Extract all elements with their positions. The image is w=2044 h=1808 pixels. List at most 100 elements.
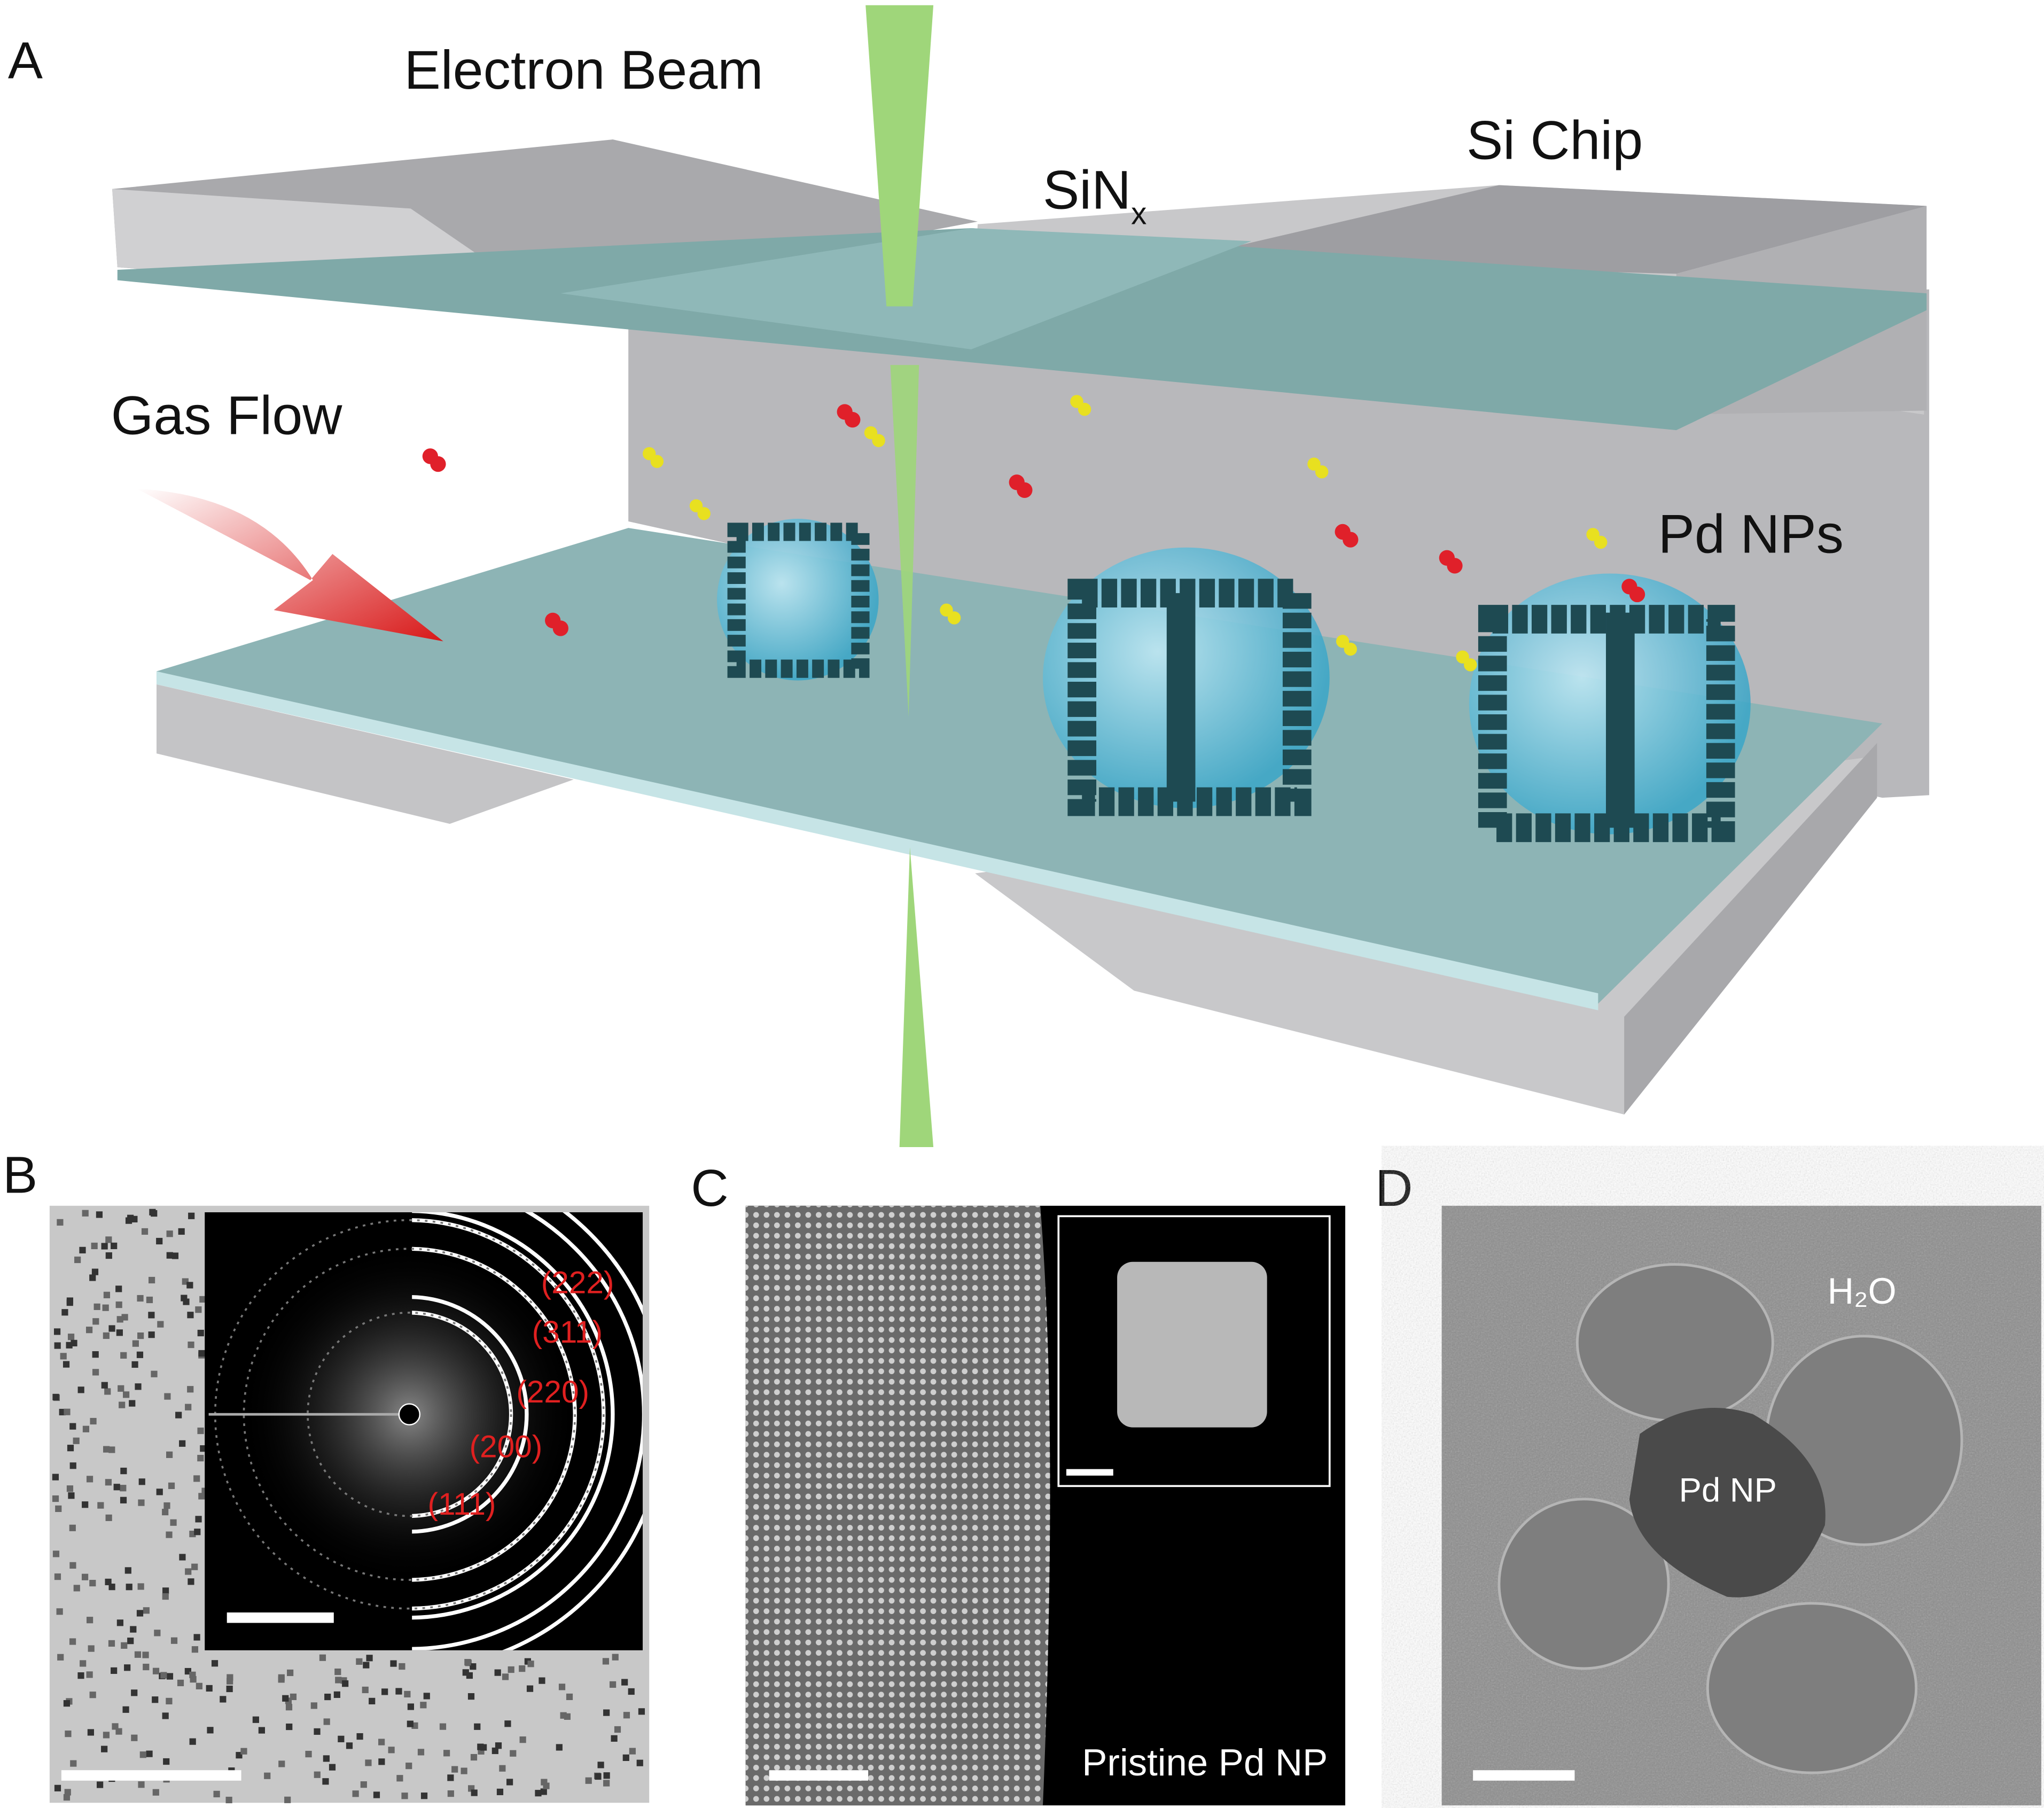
nanocube [471, 1789, 478, 1796]
nanocube [53, 1328, 61, 1335]
nanocube [129, 1400, 136, 1407]
nanocube [175, 1412, 182, 1419]
nanocube [52, 1495, 59, 1502]
molecule-atom [1464, 658, 1477, 672]
nanocube [170, 1519, 177, 1526]
nanocube [356, 1658, 363, 1665]
nanocube [116, 1329, 123, 1336]
gas-molecules [422, 395, 1645, 672]
nanocube [194, 1529, 201, 1536]
nanocube [156, 1237, 163, 1245]
nanocube [1117, 1261, 1267, 1428]
nanocube [195, 1516, 202, 1523]
nanocube [314, 1728, 321, 1735]
nanocube [115, 1728, 122, 1735]
nanocube [464, 1659, 471, 1666]
nanocube [185, 1404, 192, 1410]
nanocube [120, 1352, 127, 1359]
nanocube [69, 1524, 76, 1531]
nanocube [151, 1210, 158, 1217]
nanocube [139, 1751, 146, 1758]
nanocube [378, 1739, 385, 1745]
nanocube [285, 1704, 293, 1711]
nanocube [88, 1645, 95, 1652]
nanocube [108, 1446, 115, 1453]
label-gas-flow: Gas Flow [111, 384, 343, 446]
nanocube [636, 1759, 643, 1766]
nanocube [541, 1779, 548, 1786]
nanocube [136, 1351, 144, 1358]
nanocube [54, 1573, 61, 1580]
nanocube [189, 1738, 196, 1745]
molecule-atom [1343, 532, 1359, 548]
water-bubbles [1497, 1263, 1963, 1774]
molecule-atom [872, 434, 885, 447]
nanocube [494, 1669, 501, 1676]
nanocube [352, 1790, 359, 1797]
nanocube [179, 1554, 186, 1561]
nanocube [61, 1309, 68, 1316]
nanocube [92, 1318, 99, 1325]
nanocube [119, 1401, 126, 1408]
nanocube [329, 1764, 336, 1771]
nanocube [112, 1723, 119, 1730]
nanocube [142, 1651, 149, 1658]
label-pd-np: Pd NP [1679, 1472, 1777, 1509]
nanocube [211, 1660, 219, 1667]
nanocube [399, 1663, 405, 1670]
nanocube [166, 1230, 173, 1237]
nanocube [131, 1734, 138, 1741]
nanocube [166, 1531, 173, 1538]
ring-label: (220) [516, 1375, 589, 1409]
nanocube [191, 1646, 199, 1653]
nanocube [126, 1584, 132, 1591]
molecule-atom [1078, 402, 1091, 416]
nanocube [462, 1669, 469, 1676]
nanocube [134, 1651, 142, 1658]
nanocube [103, 1446, 110, 1453]
nanocube [56, 1608, 63, 1615]
nanocube [461, 1767, 467, 1774]
molecule-atom [1344, 642, 1358, 656]
nanocube [104, 1388, 111, 1395]
nanocube [81, 1573, 89, 1580]
panel-letter-d: D [1375, 1159, 1413, 1217]
nanocube [108, 1584, 115, 1591]
nanocube [138, 1781, 145, 1788]
nanocube [252, 1716, 259, 1723]
nanocube [467, 1693, 475, 1700]
nanocube [188, 1212, 195, 1219]
scale-bar [227, 1612, 334, 1623]
nanocube [96, 1211, 103, 1218]
nanocube [96, 1781, 104, 1788]
nanocube [401, 1793, 408, 1799]
nanocube [69, 1638, 76, 1645]
nanocube [566, 1693, 573, 1701]
nanocube [492, 1747, 498, 1755]
nanocube [178, 1228, 185, 1235]
nanocube [310, 1702, 317, 1709]
nanocube [52, 1474, 59, 1480]
nanocube [278, 1760, 285, 1767]
nanocube [420, 1702, 427, 1709]
nanocube [166, 1673, 174, 1680]
nanocube [70, 1760, 77, 1767]
nanocube [451, 1766, 458, 1773]
nanocube [162, 1508, 169, 1516]
nanocube [404, 1690, 411, 1698]
nanocube [103, 1332, 110, 1339]
panel-d: D H₂O Pd NP [1375, 1159, 2041, 1806]
nanocube [323, 1718, 330, 1725]
nanocube [610, 1681, 617, 1688]
nanocube [67, 1445, 74, 1452]
nanocube [90, 1417, 97, 1425]
molecule-atom [1017, 482, 1033, 498]
nanocube [146, 1750, 153, 1757]
nanocube [206, 1685, 213, 1692]
nanocube [60, 1353, 67, 1360]
molecule-atom [1594, 535, 1608, 549]
nanocube [207, 1727, 214, 1734]
nanocube [179, 1440, 186, 1447]
nanocube [395, 1688, 402, 1695]
electron-beam [865, 5, 934, 1148]
